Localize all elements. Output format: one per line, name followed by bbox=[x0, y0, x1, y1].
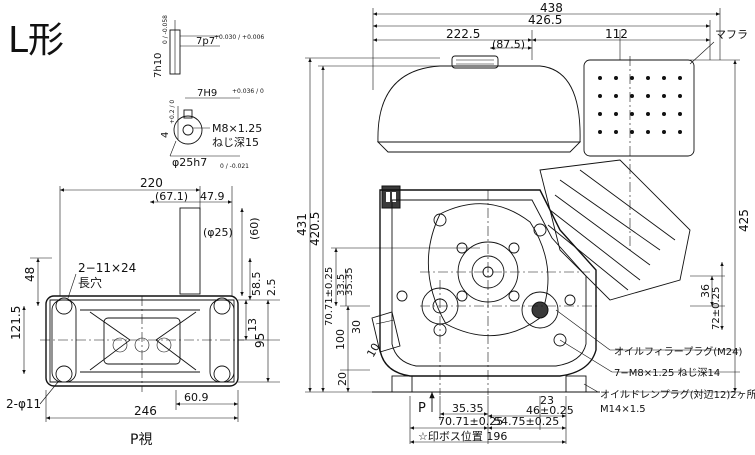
dim-121-5: 121.5 bbox=[9, 306, 23, 340]
fuel-cap bbox=[451, 55, 499, 69]
groove-width-tol: +0.036 / 0 bbox=[232, 88, 264, 95]
view-label: P視 bbox=[130, 432, 152, 448]
cylinder bbox=[539, 159, 691, 301]
slot-hole bbox=[55, 297, 73, 315]
drain-label: オイルドレンプラグ(対辺12)2ヶ所 bbox=[600, 388, 755, 401]
key-width-tol: +0.030 / +0.006 bbox=[214, 34, 264, 41]
dim-35-35: 35.35 bbox=[344, 267, 355, 296]
dim-431: 431 bbox=[295, 213, 309, 236]
shaft-thread-hole bbox=[182, 124, 194, 136]
dim-30: 30 bbox=[350, 320, 363, 334]
dim-246: 246 bbox=[134, 404, 157, 418]
dim-95: 95 bbox=[253, 333, 267, 348]
drain-thread-label: M14×1.5 bbox=[600, 404, 646, 415]
holes-label: 2-φ11 bbox=[6, 397, 41, 411]
dim-47-9: 47.9 bbox=[200, 190, 225, 203]
dim-67-1: (67.1) bbox=[155, 190, 188, 203]
dim-13: 13 bbox=[246, 318, 259, 332]
key-width-label: 7p7 bbox=[196, 36, 215, 47]
dim-100: 100 bbox=[334, 329, 347, 350]
switch-block bbox=[381, 185, 401, 209]
dim-420-5: 420.5 bbox=[308, 212, 322, 246]
dim-b-54-75: 54.75±0.25 bbox=[494, 415, 559, 428]
groove-width-label: 7H9 bbox=[197, 88, 217, 99]
key-height-label: 7h10 bbox=[153, 53, 164, 78]
dim-58-5: 58.5 bbox=[250, 272, 263, 297]
crankcase bbox=[379, 189, 597, 377]
shaft-diameter-tol: 0 / -0.021 bbox=[220, 163, 249, 170]
dim-48: 48 bbox=[23, 267, 37, 282]
bolt-bosses bbox=[396, 213, 576, 347]
oil-filler-label: オイルフィラープラグ(M24) bbox=[614, 345, 742, 358]
view-arrow-p: P bbox=[418, 401, 426, 416]
slot-note: 長穴 bbox=[78, 275, 102, 290]
groove-depth-tol: +0.2 / 0 bbox=[169, 100, 176, 124]
dim-b-23: 23 bbox=[540, 394, 554, 407]
dim-boss-196: ☆印ボス位置 196 bbox=[418, 429, 507, 443]
dim-222-5: 222.5 bbox=[446, 27, 480, 41]
shaft-diameter-label: φ25h7 bbox=[172, 156, 207, 169]
dim-b-46: 46±0.25 bbox=[526, 404, 574, 417]
dim-60: (60) bbox=[248, 217, 261, 240]
dim-112: 112 bbox=[605, 27, 628, 41]
key-height-tol: 0 / -0.058 bbox=[162, 15, 169, 44]
dim-60-9: 60.9 bbox=[184, 391, 209, 404]
thread-label: M8×1.25 bbox=[212, 122, 262, 135]
engine-view: 438 426.5 222.5 (87.5) 112 マフラ 431 420.5… bbox=[295, 1, 755, 444]
groove-depth-label: 4 bbox=[160, 132, 171, 138]
dim-438: 438 bbox=[540, 1, 563, 15]
shaft-detail: 7p7 +0.030 / +0.006 7h10 0 / -0.058 7H9 … bbox=[153, 15, 264, 170]
oil-filler-tube bbox=[371, 311, 401, 353]
muffler-label: マフラ bbox=[715, 28, 748, 41]
muffler bbox=[583, 59, 695, 157]
dim-2-5: 2.5 bbox=[265, 279, 278, 297]
dim-20: 20 bbox=[336, 372, 349, 386]
dim-425: 425 bbox=[737, 209, 751, 232]
foot-left bbox=[391, 375, 413, 393]
dim-70-71: 70.71±0.25 bbox=[324, 267, 335, 326]
drawing-title: L形 bbox=[8, 20, 64, 61]
dim-phi-25: (φ25) bbox=[203, 226, 233, 239]
dim-220: 220 bbox=[140, 176, 163, 190]
bolts-label: 7−M8×1.25 ねじ深14 bbox=[614, 367, 720, 379]
foot-right bbox=[565, 375, 587, 393]
shaft-end-circle bbox=[173, 115, 203, 145]
dim-87-5: (87.5) bbox=[492, 38, 525, 51]
base-view: 220 (67.1) 47.9 (φ25) (60) bbox=[6, 176, 280, 448]
dim-72: 72±0.25 bbox=[711, 287, 722, 330]
dim-36: 36 bbox=[699, 284, 712, 298]
dim-33-5: 33.5 bbox=[336, 274, 347, 296]
shaft-stub bbox=[179, 207, 201, 295]
mount-hole bbox=[55, 365, 73, 383]
dim-b-70-71: 70.71±0.25 bbox=[438, 415, 503, 428]
dim-426-5: 426.5 bbox=[528, 13, 562, 27]
oil-filler-boss bbox=[521, 291, 559, 329]
slot-label: 2−11×24 bbox=[78, 261, 136, 275]
thread-depth-label: ねじ深15 bbox=[212, 136, 259, 149]
fuel-tank bbox=[377, 65, 581, 143]
dim-b-35-35: 35.35 bbox=[452, 402, 484, 415]
